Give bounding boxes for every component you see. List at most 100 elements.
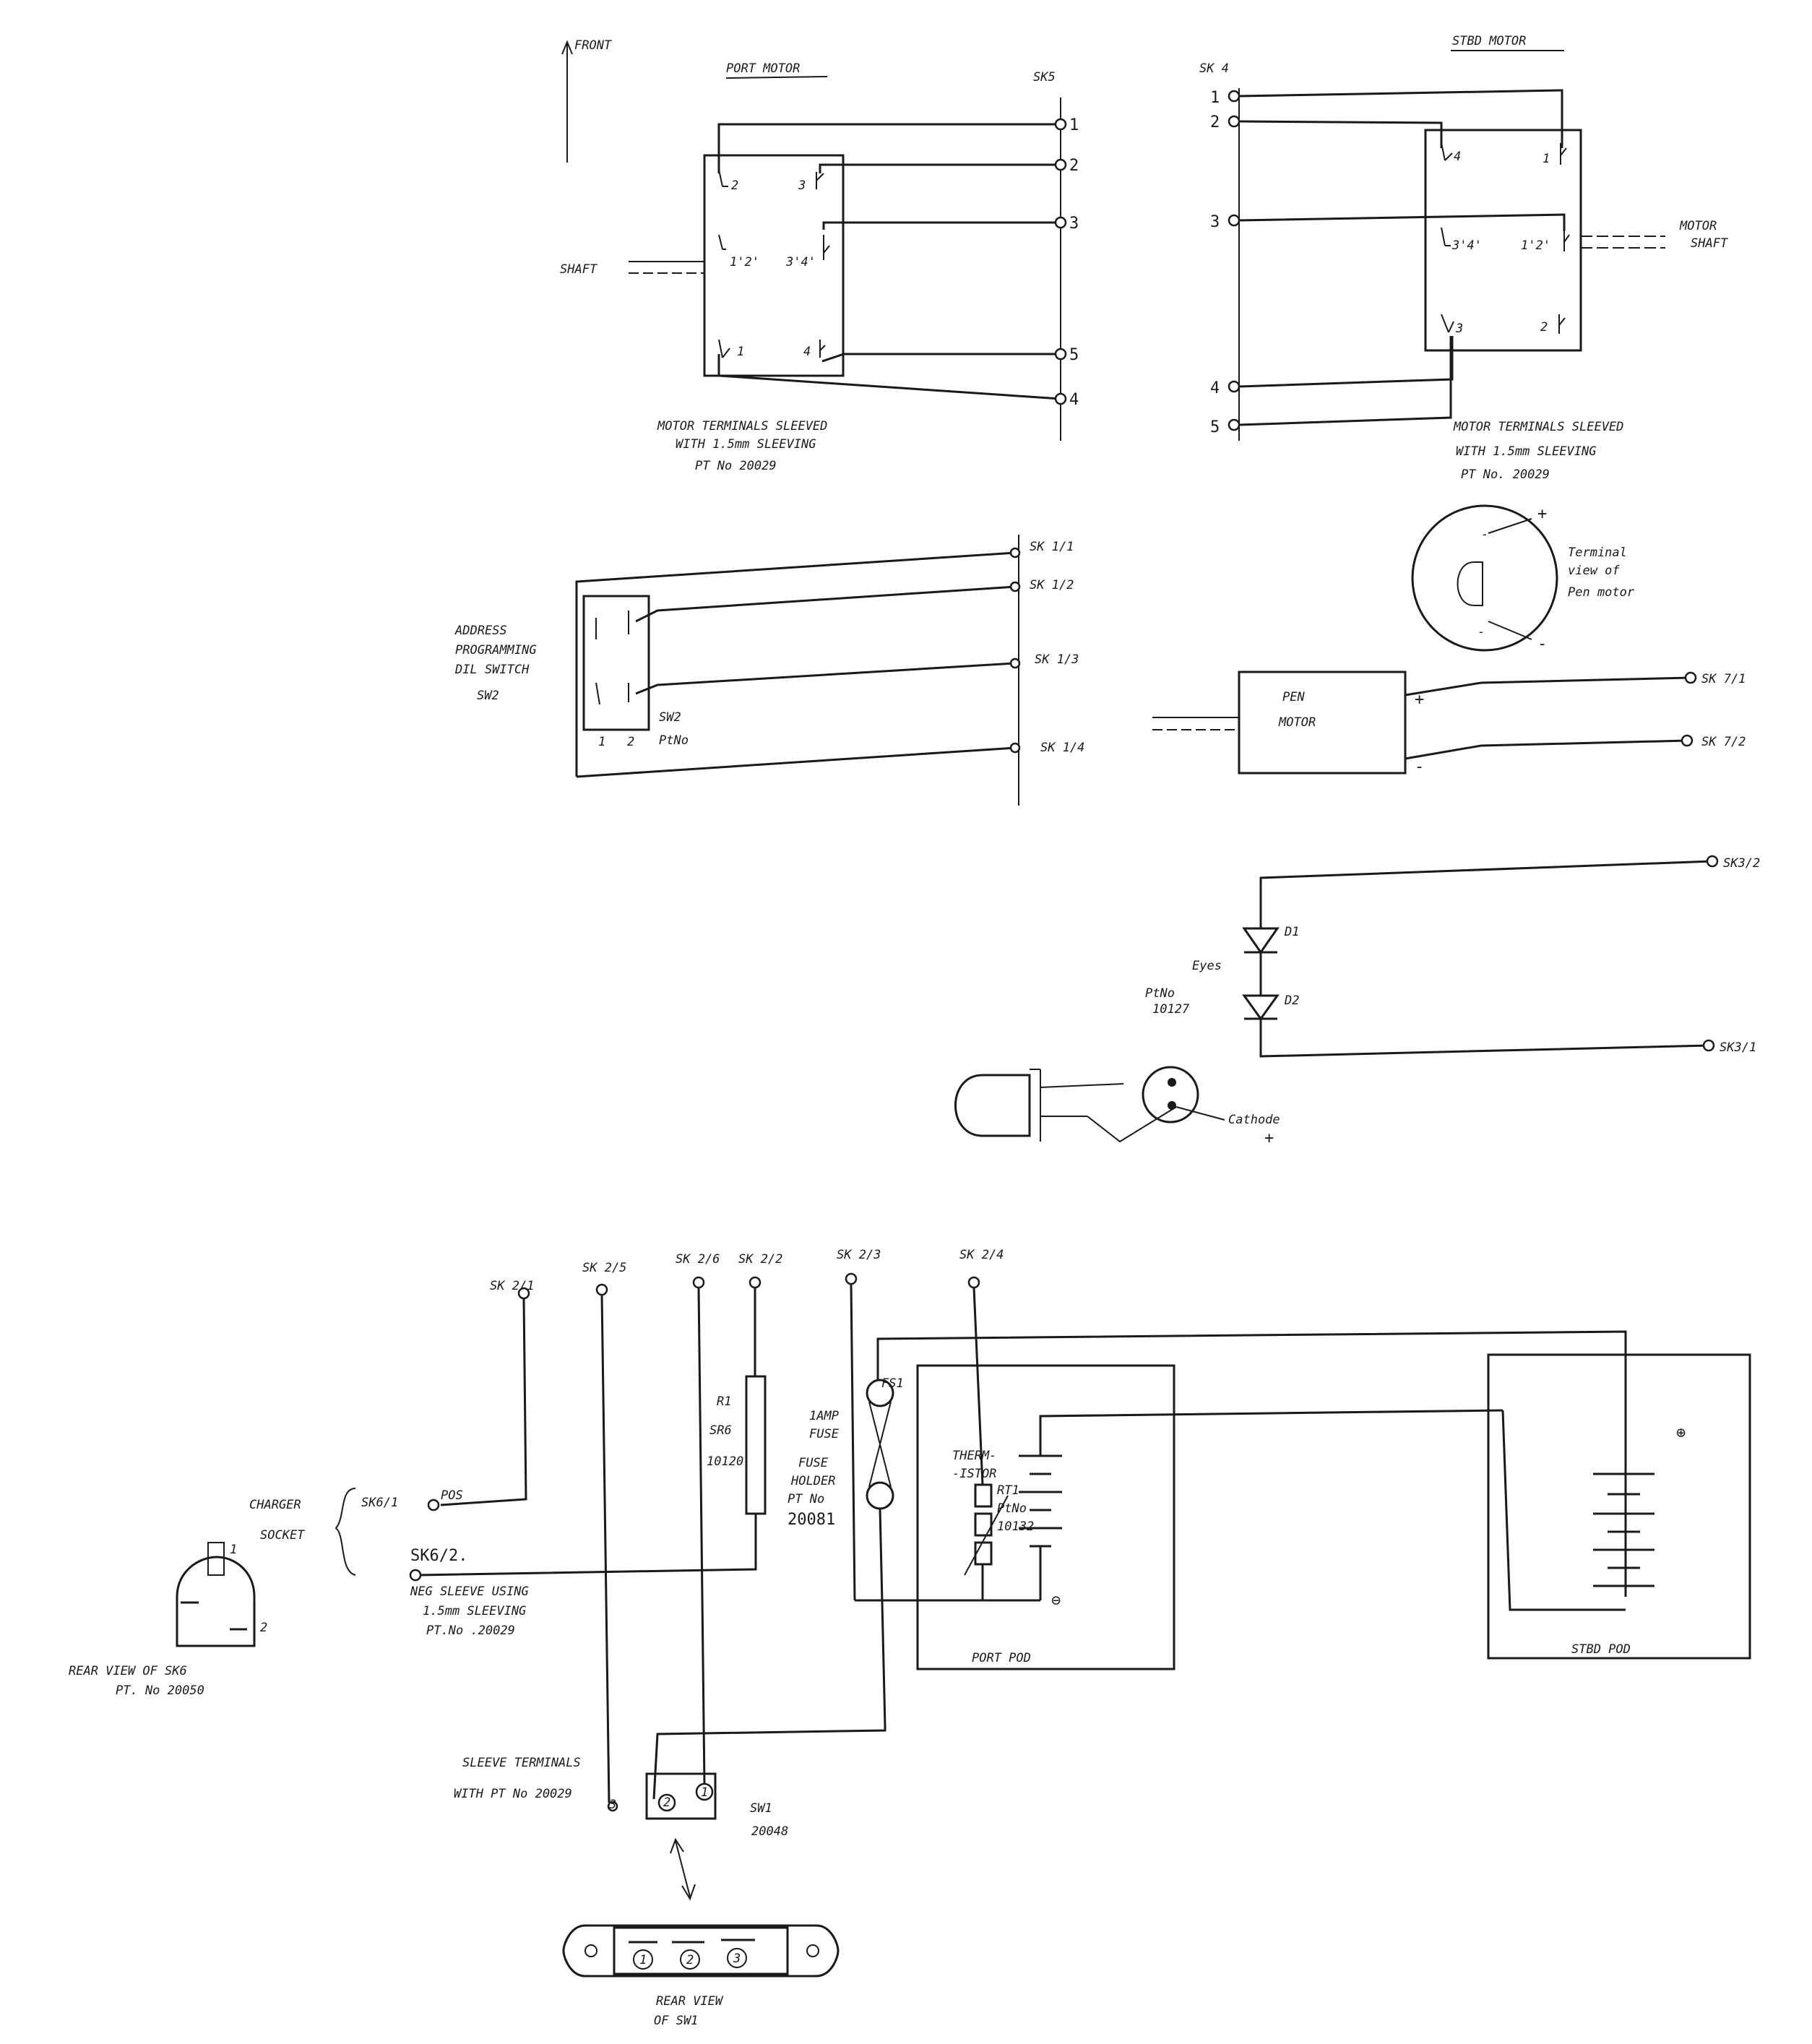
led-end-view [1142,1066,1199,1124]
sk5-terminals: 1 2 3 5 4 [1054,116,1079,409]
sk1-1-label: SK 1/1 [1030,540,1074,554]
d2-label: D2 [1284,993,1299,1008]
pos-label: POS [441,1488,463,1503]
sw1-pn: 20048 [751,1824,788,1839]
svg-text:3: 3 [1210,213,1220,231]
port-motor-title: PORT MOTOR [726,61,800,76]
svg-text:1: 1 [701,1785,708,1800]
eyes-pn-1: PtNo [1145,986,1175,1001]
sk3-1-label: SK3/1 [1720,1040,1756,1055]
address-line1: ADDRESS [454,624,507,638]
sk3-2-label: SK3/2 [1723,856,1760,871]
svg-text:2: 2 [731,178,738,193]
sk2-4-label: SK 2/4 [959,1248,1004,1262]
r1-pn: 10120 [707,1454,743,1469]
fuse-line3: FUSE [798,1456,829,1470]
port-note-line1: MOTOR TERMINALS SLEEVED [657,419,827,434]
eyes-label: Eyes [1192,959,1222,973]
stbd-battery [1593,1472,1654,1587]
neg-line2: 1.5mm SLEEVING [423,1604,526,1618]
terminal-view-line2: view of [1568,564,1620,578]
svg-text:4: 4 [1454,150,1461,164]
r1-label: R1 [717,1394,731,1409]
sk6-rear-view [176,1556,256,1647]
svg-text:3: 3 [733,1952,741,1966]
sleeve-line1: SLEEVE TERMINALS [462,1756,581,1770]
svg-text:3: 3 [608,1798,616,1812]
svg-text:-: - [1477,625,1485,639]
therm-line4: PtNo [997,1501,1027,1516]
sk7-2-label: SK 7/2 [1701,735,1746,749]
sk2-3-label: SK 2/3 [837,1248,881,1262]
r1-type: SR6 [709,1423,732,1438]
stbd-pod-pos: ⊕ [1676,1424,1686,1442]
sk6-2-label: SK6/2. [410,1547,467,1565]
fuse-line4: HOLDER [790,1474,835,1488]
pen-motor-terminal-view [1411,504,1558,652]
svg-text:1'2': 1'2' [1521,238,1550,253]
svg-text:3: 3 [1069,215,1079,233]
sk2-6-label: SK 2/6 [676,1252,720,1267]
port-pod-label: PORT POD [972,1651,1031,1665]
svg-text:2: 2 [686,1953,694,1967]
terminal-view-line1: Terminal [1568,546,1627,560]
stbd-note-line3: PT No. 20029 [1461,467,1550,482]
svg-text:1: 1 [1069,116,1079,134]
port-note-line2: WITH 1.5mm SLEEVING [676,437,816,452]
sw1-label: SW1 [750,1801,772,1816]
stbd-shaft-label-1: MOTOR [1679,219,1717,233]
svg-text:1: 1 [639,1953,647,1967]
svg-text:5: 5 [1210,418,1220,436]
pen-motor-section: - + - - Terminal view of Pen motor PEN M… [1152,504,1746,776]
address-line2: PROGRAMMING [455,643,537,657]
cathode-label: Cathode [1228,1113,1280,1127]
fuse-line2: FUSE [809,1427,840,1441]
svg-text:1: 1 [598,735,605,749]
stbd-note-line1: MOTOR TERMINALS SLEEVED [1453,420,1623,434]
svg-text:1: 1 [230,1543,237,1557]
stbd-motor-body [1424,129,1582,352]
port-pod-neg: ⊖ [1051,1592,1061,1610]
svg-text:-: - [1415,758,1424,776]
therm-line5: 10132 [997,1519,1034,1534]
pen-motor-body [1238,670,1407,775]
svg-text:2: 2 [260,1621,267,1635]
sw2-body [582,595,650,731]
stbd-contacts: 4 1 3'4' 1'2' 3 2 [1441,142,1570,336]
fs1-label: FS1 [881,1376,904,1391]
therm-line2: -ISTOR [952,1467,996,1481]
fuse-line6: 20081 [788,1511,835,1529]
svg-text:+: + [1415,691,1424,709]
sk6-1-label: SK6/1 [361,1496,398,1510]
svg-text:2: 2 [1069,157,1079,175]
port-note-line3: PT No 20029 [695,459,777,473]
svg-text:4: 4 [1210,379,1220,397]
power-section: SK 2/1 SK 2/5 SK 2/6 SK 2/2 SK 2/3 SK 2/… [69,1248,1751,2028]
terminal-view-line3: Pen motor [1568,585,1635,600]
sk1-4-label: SK 1/4 [1040,741,1084,755]
svg-text:1: 1 [1543,152,1550,166]
address-line4: SW2 [477,689,499,703]
stbd-pod [1487,1353,1751,1660]
svg-text:5: 5 [1069,346,1079,364]
port-shaft-label: SHAFT [560,262,598,277]
dil-switch-section: SK 1/1 SK 1/2 SK 1/3 SK 1/4 ADDRESS PROG… [454,535,1084,806]
svg-text:-: - [1537,635,1547,653]
fuse-line1: 1AMP [809,1409,839,1423]
sleeve-line2: WITH PT No 20029 [454,1787,572,1801]
sk5-label: SK5 [1033,70,1056,85]
front-arrow: FRONT [561,38,613,163]
svg-text:3: 3 [798,178,806,193]
sk7-1-label: SK 7/1 [1701,672,1746,686]
pen-motor-label1: PEN [1282,690,1305,704]
pen-motor-label2: MOTOR [1278,715,1316,730]
stbd-motor-section: STBD MOTOR SK 4 MOTOR SHAFT 4 1 3'4' 1'2… [1199,34,1729,482]
rear-sw1-line2: OF SW1 [654,2014,698,2028]
sw1-body [645,1772,717,1820]
rear-sw1-line1: REAR VIEW [656,1994,724,2009]
sk2-5-label: SK 2/5 [582,1261,626,1275]
svg-text:2: 2 [1210,113,1220,131]
port-pod [916,1364,1175,1670]
sw2-label: SW2 [659,710,681,725]
